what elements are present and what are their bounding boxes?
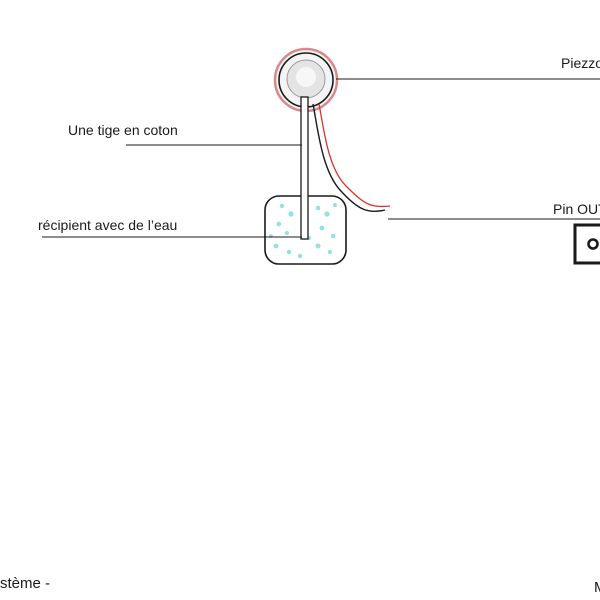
water-droplet	[327, 249, 333, 255]
water-droplet	[288, 211, 294, 217]
wire-black	[312, 103, 386, 213]
piezo-element	[273, 47, 339, 113]
water-droplet	[285, 231, 289, 235]
water-droplet	[273, 243, 279, 249]
piezo-wires	[312, 103, 391, 213]
pin-out-label: Pin OUT	[553, 201, 600, 217]
water-droplets	[269, 203, 337, 259]
water-droplet	[276, 221, 282, 227]
caption-left: stème -	[0, 575, 51, 592]
water-droplet	[315, 243, 321, 249]
leader-lines	[42, 78, 600, 238]
wire-red	[318, 103, 391, 208]
water-droplet	[279, 203, 285, 209]
piezo-label: Piezzo	[561, 55, 600, 71]
piezo-disc-highlight	[296, 67, 316, 87]
cotton-rod-label: Une tige en coton	[68, 122, 178, 138]
controller-pin-icon	[587, 238, 599, 250]
water-droplet	[333, 203, 337, 207]
controller-board-outline	[573, 223, 600, 265]
caption-right: M	[594, 580, 600, 596]
cotton-rod	[300, 96, 309, 240]
water-droplet	[297, 253, 303, 259]
controller-board	[573, 223, 600, 265]
water-droplet	[286, 249, 292, 255]
water-droplet	[324, 211, 330, 217]
water-droplet	[315, 205, 321, 211]
container-label: récipient avec de l’eau	[38, 217, 178, 233]
water-droplet	[319, 225, 325, 231]
water-droplet	[330, 233, 336, 239]
